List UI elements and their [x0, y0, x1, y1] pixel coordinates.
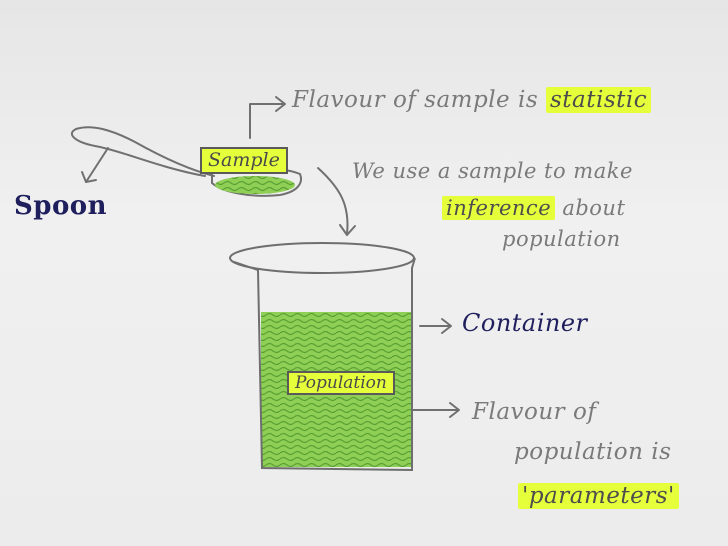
arrow-to-spoon-label	[85, 147, 109, 183]
container-sketch	[229, 242, 416, 472]
arrows	[81, 96, 460, 418]
arrow-to-sample-flavour	[249, 103, 285, 139]
inference-highlight: inference	[442, 196, 556, 220]
population-label: Population	[287, 371, 395, 396]
statistic-highlight: statistic	[545, 87, 652, 113]
parameters-highlight: 'parameters'	[518, 483, 679, 509]
arrow-to-population	[317, 167, 349, 235]
spoon-label: Spoon	[14, 191, 108, 221]
population-flavour-line3: 'parameters'	[518, 483, 679, 509]
population-flavour-line1: Flavour of	[472, 399, 597, 425]
inference-note-line2: inference about	[442, 196, 625, 220]
inference-note-line3: population	[502, 227, 621, 251]
sample-label: Sample	[200, 147, 288, 174]
population-flavour-line2: population is	[514, 439, 672, 465]
inference-note-line1: We use a sample to make	[352, 159, 633, 183]
sample-flavour-note: Flavour of sample is statistic	[292, 87, 652, 113]
container-label: Container	[462, 309, 588, 337]
sample-green-fill	[215, 176, 295, 194]
